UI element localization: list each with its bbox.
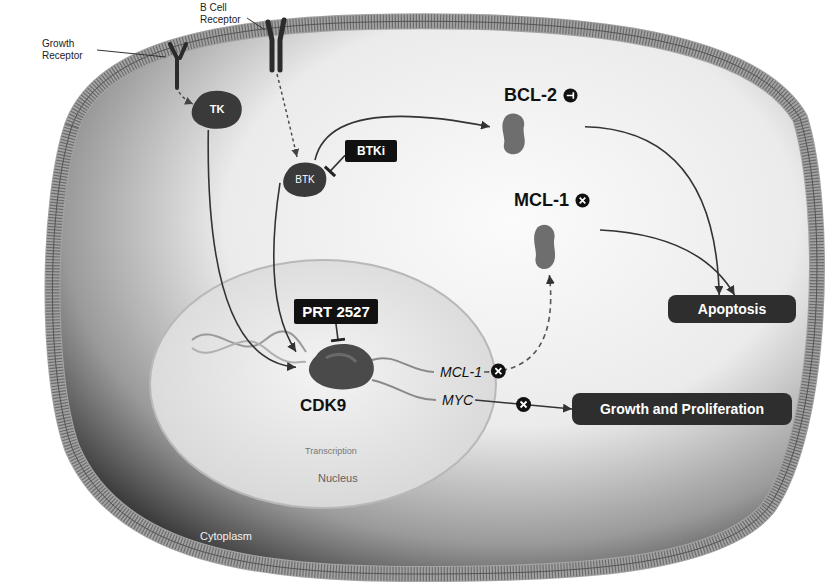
block-mark — [495, 368, 501, 374]
node-text: MCL-1 — [514, 189, 569, 211]
kinase-blob: BTK — [280, 160, 330, 198]
kinase-shape — [283, 162, 326, 197]
cdk9-shape — [306, 342, 376, 390]
outcome-box: Apoptosis — [668, 295, 796, 323]
protein-fill — [502, 114, 524, 155]
symbol-mark — [580, 198, 586, 204]
cell-outline: CytoplasmTKBTKBTKiBCL-2MCL-1ApoptosisTra… — [28, 8, 832, 582]
part-label: Growth Receptor — [42, 38, 94, 62]
node-text: BTKi — [357, 144, 385, 158]
inhibit-bar — [331, 339, 345, 341]
node-text: PRT 2527 — [302, 303, 370, 320]
node-text: Transcription — [305, 446, 357, 456]
protein-fill — [534, 225, 555, 269]
node-text: CDK9 — [300, 396, 346, 416]
nucleus-membrane — [150, 260, 496, 508]
protein-body — [530, 223, 560, 271]
protein-shape: BCL-2 — [490, 80, 585, 158]
part-label: B Cell Receptor — [200, 2, 246, 26]
cdk9-body — [309, 344, 374, 389]
membrane-texture — [52, 21, 817, 574]
block-mark — [521, 402, 527, 408]
node-text: TK — [210, 103, 225, 115]
gene-label: MCL-1 — [438, 362, 484, 382]
protein-shape: MCL-1 — [508, 185, 600, 275]
block-symbol — [516, 397, 531, 412]
drug-box: BTKi — [345, 140, 397, 162]
kinase-shape — [192, 91, 242, 129]
cell-membrane — [52, 21, 817, 574]
node-text: MYC — [442, 391, 473, 409]
block-symbol — [491, 364, 506, 379]
gene-label: MYC — [440, 390, 475, 410]
symbol-circle — [563, 88, 577, 102]
node-text: Growth and Proliferation — [600, 401, 764, 417]
nucleus-outline: TranscriptionNucleus PRT 2527CDK9 MCL-1MYC — [148, 258, 498, 510]
membrane-edge — [52, 21, 817, 574]
outcome-box: Growth and Proliferation — [572, 393, 792, 425]
cdk9-complex: CDK9 — [296, 340, 380, 418]
node-text: Cytoplasm — [200, 530, 252, 542]
node-text: Apoptosis — [698, 301, 766, 317]
drug-box: PRT 2527 — [294, 299, 378, 324]
kinase-blob: TK — [188, 88, 246, 130]
inhibit-symbol — [563, 88, 578, 103]
cdk9-highlight — [326, 355, 356, 362]
node-text: MCL-1 — [440, 363, 482, 381]
protein-body — [498, 112, 530, 156]
node-text: BTK — [295, 174, 314, 185]
block-symbol — [575, 193, 590, 208]
node-text: BCL-2 — [504, 84, 557, 106]
node-text: Nucleus — [318, 472, 358, 484]
symbol-mark — [567, 92, 574, 99]
symbol-circle — [575, 193, 589, 207]
